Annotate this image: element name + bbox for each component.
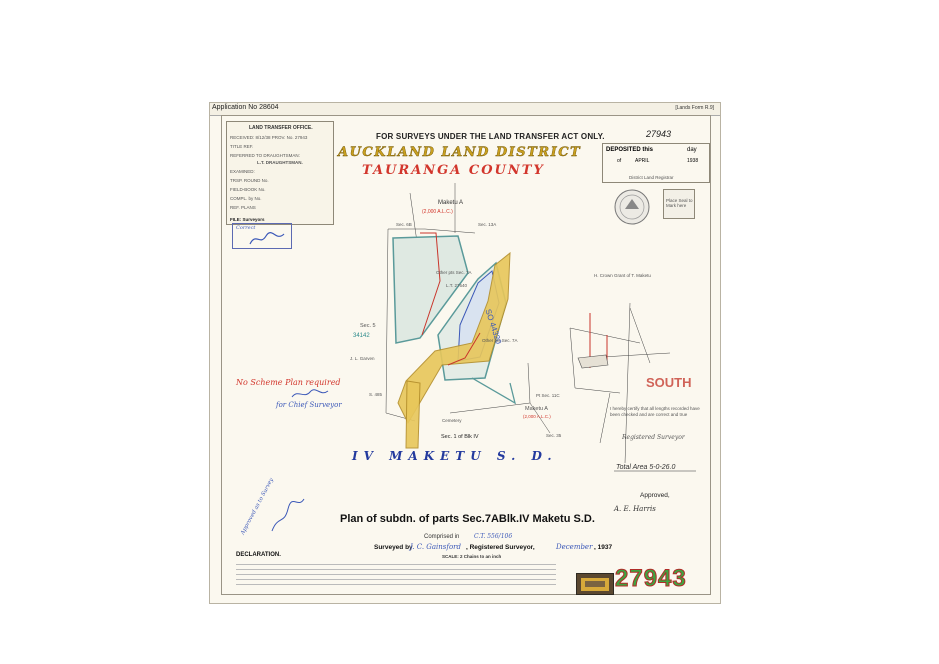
label-lac-top: (2,000 A.L.C.) (422, 209, 453, 215)
county-heading: TAURANGA COUNTY (362, 163, 545, 178)
referred-line: REFERRED TO DRAUGHTSMAN: (230, 153, 300, 158)
label-pt-sec-11c: Pt Sec. 11C (536, 393, 560, 398)
deposited-of: of (617, 158, 622, 164)
approved-signature: A. E. Harris (614, 505, 656, 513)
deposited-year: 1938 (687, 158, 699, 164)
plan-frame (221, 115, 711, 595)
form-tag: [Lands Form R.9] (675, 105, 714, 111)
correct-label: Correct (236, 225, 256, 231)
district-line: IV MAKETU S. D. (352, 449, 558, 463)
office-label: LAND TRANSFER OFFICE. (249, 125, 313, 131)
seal-box-label: Place Seal to Mark here (666, 198, 693, 208)
surveyor-name: J. C. Gainsford (410, 543, 462, 551)
registrar-label: District Land Registrar (629, 175, 674, 180)
declaration-text-block (236, 561, 556, 589)
label-lac-bottom: (2,000 A.L.C.) (523, 414, 551, 419)
survey-month: December (556, 543, 593, 551)
title-ref-line: TITLE REF. (230, 144, 254, 149)
received-line: RECEIVED: 8/12/38 PROV. No. 27943 (230, 135, 308, 140)
label-sec5: Sec. 5 (360, 323, 376, 329)
correct-stamp: Correct (232, 223, 292, 249)
survey-plan-document: Application No 28604 [Lands Form R.9] LA… (209, 102, 721, 604)
label-sec-6b: Sec. 6B (396, 222, 412, 227)
plan-number-top: 27943 (646, 129, 672, 139)
surveyed-by-label: Surveyed by (374, 544, 413, 551)
comprised-label: Comprised in (424, 534, 460, 540)
label-jl-garven: J. L. Garven (350, 356, 375, 361)
label-lt: L.T. 27540 (446, 283, 468, 288)
ref-plans-line: REF. PLANS (230, 205, 256, 210)
label-sec-13a: Sec. 13A (478, 222, 497, 227)
label-other-pts-a: Other pts Sec. 7A (436, 270, 472, 275)
registered-label: , Registered Surveyor, (466, 544, 535, 551)
land-transfer-office-panel: LAND TRANSFER OFFICE. RECEIVED: 8/12/38 … (226, 121, 334, 225)
label-34142: 34142 (353, 333, 370, 339)
declaration-heading: DECLARATION. (236, 552, 281, 558)
comp-line: COMPL. by No. (230, 196, 262, 201)
file-line: FILE: Surveyors (230, 217, 265, 222)
label-south-stamp: SOUTH (646, 375, 692, 390)
application-number: Application No 28604 (212, 104, 279, 111)
approved-label: Approved, (640, 492, 670, 499)
label-other-pts-b: Other pts Sec. 7A (482, 338, 518, 343)
deposited-month: APRIL (635, 158, 650, 164)
revenue-stamp (576, 573, 614, 595)
label-sec-35: Sec. 35 (546, 433, 562, 438)
district-heading: AUCKLAND LAND DISTRICT (338, 145, 582, 160)
scale-note: SCALE: 2 Chains to an inch (442, 554, 502, 559)
label-maketu-a-top: Maketu A (438, 200, 464, 206)
comprised-ref: C.T. 556/106 (474, 533, 513, 540)
survey-approval-signature (271, 498, 305, 532)
deposited-box: DEPOSITED this day of APRIL 1938 Distric… (602, 143, 710, 183)
total-area: Total Area 5-0-26.0 (616, 464, 676, 471)
chief-surveyor-signature (291, 389, 329, 398)
certification-note: I hereby certify that all lengths record… (610, 406, 700, 417)
tsp-line: TRSP. ROUND No. (230, 178, 269, 183)
deposited-day-label: day (687, 147, 697, 153)
draughtsman-label: L.T. DRAUGHTSMAN. (257, 160, 303, 165)
plan-number-bottom: 27943 (615, 565, 687, 593)
deposited-label: DEPOSITED this (606, 147, 654, 153)
label-right-note: H. Crown Grant of T. Maketu (594, 273, 651, 278)
field-book-line: FIELD-BOOK No. (230, 187, 266, 192)
registrar-seal-icon (614, 189, 650, 225)
no-scheme-plan-note: No Scheme Plan required (236, 378, 341, 387)
label-sec1-blk: Sec. 1 of Blk IV (441, 434, 479, 440)
right-signature: Registered Surveyor (622, 434, 685, 441)
plan-title: Plan of subdn. of parts Sec.7ABlk.IV Mak… (340, 513, 595, 525)
label-maketu-a-bottom: Maketu A (525, 406, 548, 412)
survey-year: , 1937 (594, 544, 613, 551)
examined-line: EXAMINED: (230, 169, 255, 174)
seal-mark-box: Place Seal to Mark here (663, 189, 695, 219)
survey-map (385, 183, 696, 472)
correct-signature (249, 232, 285, 245)
survey-act-banner: FOR SURVEYS UNDER THE LAND TRANSFER ACT … (376, 132, 605, 141)
label-s485: S. 485 (369, 392, 383, 397)
chief-surveyor-label: for Chief Surveyor (276, 401, 342, 409)
label-cemetery: Cemetery (442, 418, 462, 423)
